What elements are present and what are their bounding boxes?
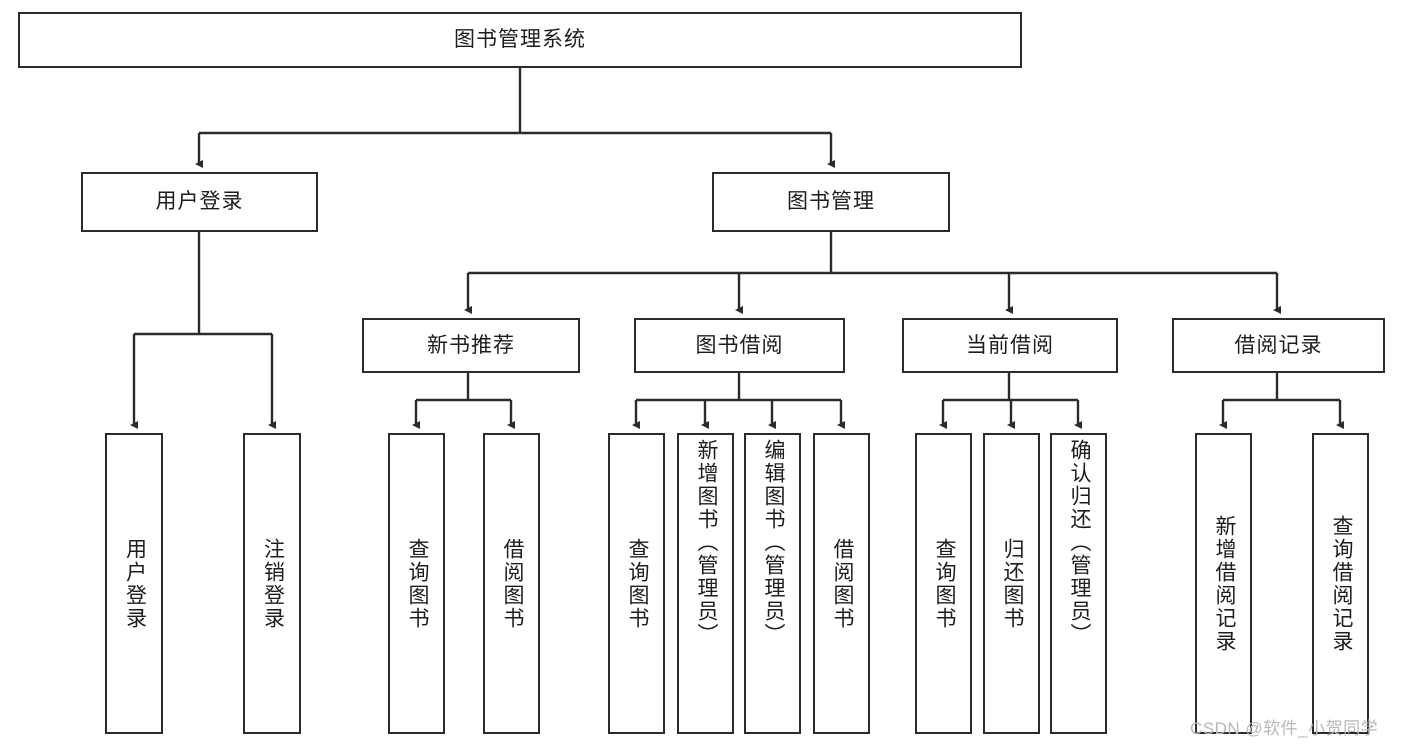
leaf-records-add-record[interactable]: 新增借阅记录	[1195, 433, 1252, 734]
node-label: 用户登录	[123, 537, 147, 630]
node-label: 编辑图书（管理员）	[761, 439, 785, 646]
node-label: 查询图书	[405, 537, 429, 630]
node-label: 注销登录	[261, 537, 285, 630]
node-label: 查询图书	[932, 537, 956, 630]
node-current-borrow[interactable]: 当前借阅	[902, 318, 1118, 373]
node-label: 借阅图书	[500, 537, 524, 630]
node-user-login[interactable]: 用户登录	[81, 172, 318, 232]
node-label: 新增借阅记录	[1212, 514, 1236, 653]
leaf-borrow-add-book-admin[interactable]: 新增图书（管理员）	[677, 433, 734, 734]
node-label: 借阅图书	[830, 537, 854, 630]
node-label: 归还图书	[1000, 537, 1024, 630]
leaf-borrow-borrow-book[interactable]: 借阅图书	[813, 433, 870, 734]
leaf-current-confirm-return-admin[interactable]: 确认归还（管理员）	[1050, 433, 1107, 734]
node-label: 新增图书（管理员）	[694, 439, 718, 646]
leaf-records-search-record[interactable]: 查询借阅记录	[1312, 433, 1369, 734]
node-label: 查询图书	[625, 537, 649, 630]
leaf-borrow-edit-book-admin[interactable]: 编辑图书（管理员）	[744, 433, 801, 734]
leaf-user-logout[interactable]: 注销登录	[243, 433, 301, 734]
node-borrow-records[interactable]: 借阅记录	[1172, 318, 1385, 373]
node-label: 图书管理	[787, 190, 875, 214]
node-label: 查询借阅记录	[1329, 514, 1353, 653]
node-label: 图书管理系统	[454, 28, 586, 52]
node-label: 当前借阅	[966, 333, 1054, 357]
node-label: 用户登录	[155, 190, 244, 214]
leaf-borrow-search-book[interactable]: 查询图书	[608, 433, 665, 734]
leaf-user-login[interactable]: 用户登录	[105, 433, 163, 734]
leaf-recommend-borrow-book[interactable]: 借阅图书	[483, 433, 540, 734]
node-label: 新书推荐	[427, 333, 515, 357]
node-label: 借阅记录	[1234, 333, 1323, 357]
node-label: 确认归还（管理员）	[1067, 439, 1091, 646]
leaf-current-return-book[interactable]: 归还图书	[983, 433, 1040, 734]
node-root-system[interactable]: 图书管理系统	[18, 12, 1022, 68]
node-book-management[interactable]: 图书管理	[712, 172, 950, 232]
node-new-book-recommend[interactable]: 新书推荐	[362, 318, 580, 373]
leaf-current-search-book[interactable]: 查询图书	[915, 433, 972, 734]
node-label: 图书借阅	[695, 333, 784, 357]
csdn-watermark: CSDN @软件_小贺同学	[1190, 719, 1379, 738]
node-book-borrow[interactable]: 图书借阅	[634, 318, 845, 373]
leaf-recommend-search-book[interactable]: 查询图书	[388, 433, 445, 734]
